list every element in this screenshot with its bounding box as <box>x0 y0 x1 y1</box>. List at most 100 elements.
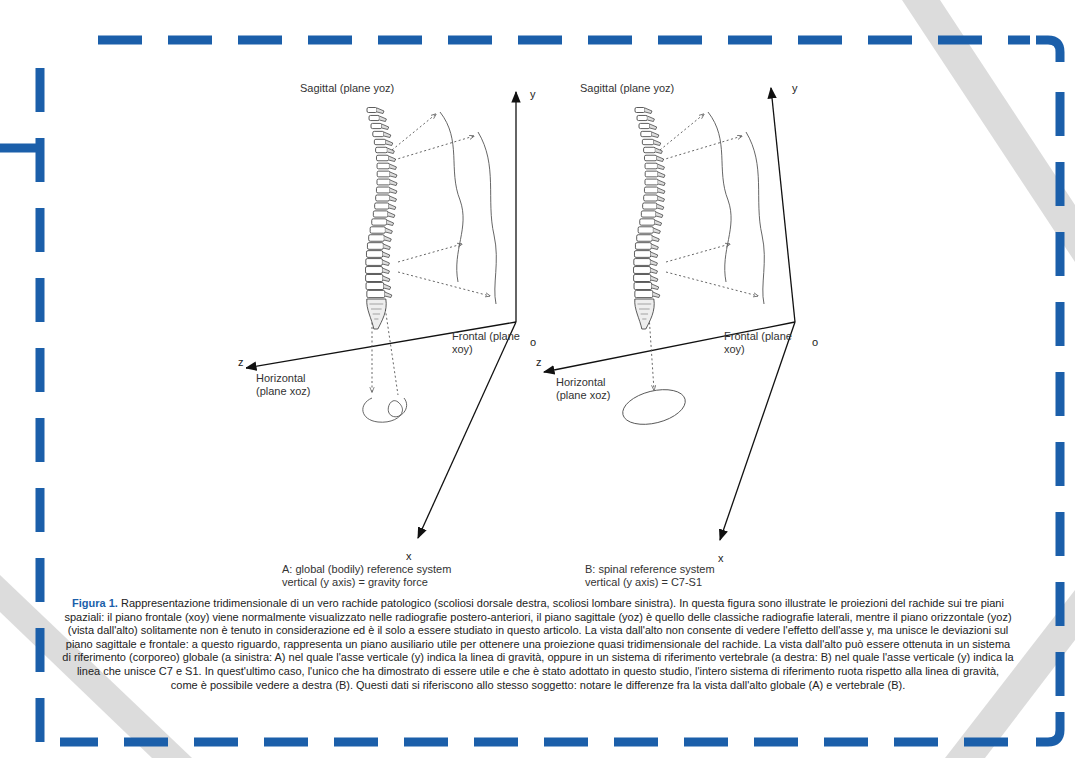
vertebra <box>376 147 395 153</box>
vertebral-body <box>637 115 647 120</box>
vertebral-body <box>635 108 645 113</box>
y-axis <box>515 92 516 322</box>
spinous-process <box>389 156 396 162</box>
spinous-process <box>658 188 665 194</box>
frame-tick <box>0 144 40 153</box>
vertebral-body <box>376 147 388 152</box>
spinous-process <box>384 132 391 138</box>
sagittal-curve <box>440 112 463 282</box>
spinous-process <box>389 196 396 202</box>
vertebral-body <box>374 139 385 144</box>
spinous-process <box>651 244 658 250</box>
vertebral-body <box>367 243 383 250</box>
vertebral-body <box>369 235 385 242</box>
vertebral-body <box>376 187 389 193</box>
vertebral-body <box>366 282 384 289</box>
vertebra <box>366 282 391 289</box>
spinous-process <box>387 220 394 226</box>
frame-corner <box>1036 40 1060 62</box>
spinous-process <box>650 260 657 266</box>
vertebra <box>366 251 389 258</box>
caption-gap <box>118 597 121 609</box>
sacrum <box>635 299 655 329</box>
plane-label: Sagittal (plane yoz) <box>300 82 394 95</box>
vertebral-body <box>366 251 382 258</box>
sacrum <box>367 299 387 329</box>
z-axis <box>246 322 516 368</box>
spinous-process <box>656 212 663 218</box>
vertebra <box>637 115 654 121</box>
vertebral-body <box>366 259 383 266</box>
vertebral-body <box>366 274 383 281</box>
frontal-curve <box>478 132 496 304</box>
vertebral-body <box>376 195 390 201</box>
vertebra <box>641 211 663 218</box>
spinous-process <box>390 172 397 178</box>
vertebra <box>367 290 392 297</box>
spinous-process <box>657 196 664 202</box>
vertebra <box>366 274 390 281</box>
spinous-process <box>645 108 652 114</box>
vertebral-body <box>640 219 655 225</box>
sacral-line <box>371 309 382 310</box>
spinous-process <box>655 220 662 226</box>
projection-line <box>398 244 462 262</box>
vertebra <box>637 235 660 242</box>
spinous-process <box>387 148 394 154</box>
spinous-process <box>655 148 662 154</box>
projection-line <box>394 136 474 160</box>
vertebra <box>372 219 394 226</box>
vertebral-body <box>644 155 656 161</box>
vertebral-body <box>644 147 656 152</box>
frontal-curve <box>746 132 764 304</box>
vertebral-body <box>641 211 656 217</box>
vertebra <box>366 267 390 274</box>
vertebral-body <box>634 259 651 266</box>
spinous-process <box>657 204 664 210</box>
vertebral-body <box>638 227 653 233</box>
vertebral-body <box>634 267 651 274</box>
vertebral-body <box>377 179 390 185</box>
vertebral-body <box>367 108 377 113</box>
figure-number: Figura 1. <box>72 597 118 609</box>
vertebral-body <box>642 139 653 144</box>
plane-label: B: spinal reference system <box>585 563 715 576</box>
vertebral-body <box>377 163 389 169</box>
frame-corner <box>1036 712 1060 742</box>
vertebra <box>366 259 390 266</box>
vertebra <box>377 171 397 177</box>
vertebral-body <box>643 203 657 209</box>
spinous-process <box>382 260 389 266</box>
vertebral-body <box>369 115 379 120</box>
vertebral-body <box>644 195 658 201</box>
sacral-line <box>369 304 383 305</box>
spinous-process <box>654 140 661 146</box>
vertebra <box>376 195 397 202</box>
vertebra <box>642 139 660 145</box>
vertebral-body <box>645 171 658 177</box>
spinous-process <box>384 284 391 290</box>
vertebra <box>639 123 657 129</box>
projections-a <box>363 112 497 422</box>
vertebra <box>635 108 652 114</box>
vertebral-body <box>645 163 657 169</box>
vertebral-body <box>371 123 382 128</box>
spinous-process <box>652 132 659 138</box>
vertebra <box>377 163 396 169</box>
axis-label: x <box>404 550 414 563</box>
vertebra <box>371 123 389 129</box>
axis-label: y <box>790 82 800 95</box>
projection-line <box>662 136 742 160</box>
spinous-process <box>383 244 390 250</box>
vertebra <box>644 155 663 161</box>
vertebral-body <box>637 235 653 242</box>
projection-line <box>392 114 436 150</box>
spinous-process <box>384 236 391 242</box>
spinous-process <box>653 228 660 234</box>
spinous-process <box>377 108 384 114</box>
vertebra <box>635 243 658 250</box>
spinous-process <box>650 268 657 274</box>
projection-line <box>666 244 730 262</box>
spinous-process <box>652 284 659 290</box>
